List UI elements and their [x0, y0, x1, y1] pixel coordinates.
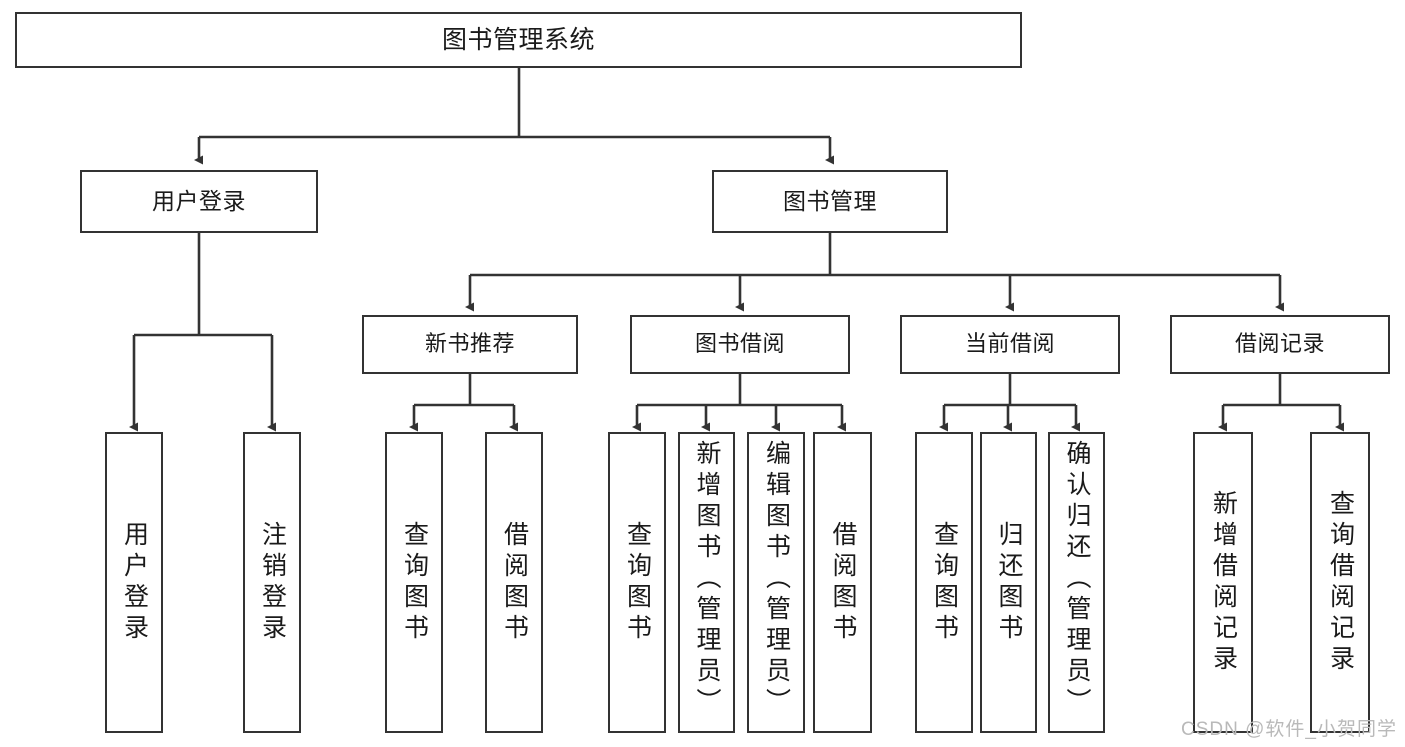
leaf-confirm-return[interactable]: 确认归还（管理员） [1048, 432, 1105, 733]
leaf-query-book-2[interactable]: 查询图书 [608, 432, 666, 733]
leaf-query-book-3-label: 查询图书 [930, 520, 959, 645]
leaf-return-book[interactable]: 归还图书 [980, 432, 1037, 733]
leaf-query-book-1[interactable]: 查询图书 [385, 432, 443, 733]
node-book-management[interactable]: 图书管理 [712, 170, 948, 233]
leaf-logout-login-label: 注销登录 [258, 520, 287, 645]
node-book-management-label: 图书管理 [783, 187, 877, 214]
node-user-login[interactable]: 用户登录 [80, 170, 318, 233]
leaf-add-book[interactable]: 新增图书（管理员） [678, 432, 735, 733]
watermark: CSDN @软件_小贺同学 [1181, 719, 1397, 740]
node-root-label: 图书管理系统 [441, 26, 595, 54]
leaf-query-record[interactable]: 查询借阅记录 [1310, 432, 1370, 733]
node-borrow-record[interactable]: 借阅记录 [1170, 315, 1390, 374]
node-current-borrow[interactable]: 当前借阅 [900, 315, 1120, 374]
leaf-borrow-book-2-label: 借阅图书 [829, 520, 857, 645]
leaf-borrow-book-1[interactable]: 借阅图书 [485, 432, 543, 733]
leaf-add-book-label: 新增图书（管理员） [693, 440, 721, 719]
leaf-return-book-label: 归还图书 [995, 520, 1023, 645]
leaf-query-book-2-label: 查询图书 [623, 520, 652, 645]
leaf-edit-book-label: 编辑图书（管理员） [762, 440, 791, 719]
leaf-logout-login[interactable]: 注销登录 [243, 432, 301, 733]
node-new-book-recommend[interactable]: 新书推荐 [362, 315, 578, 374]
leaf-add-record-label: 新增借阅记录 [1209, 489, 1238, 676]
leaf-query-book-3[interactable]: 查询图书 [915, 432, 973, 733]
node-user-login-label: 用户登录 [152, 187, 246, 214]
node-root[interactable]: 图书管理系统 [15, 12, 1022, 68]
node-book-borrow[interactable]: 图书借阅 [630, 315, 850, 374]
node-current-borrow-label: 当前借阅 [964, 331, 1055, 357]
node-borrow-record-label: 借阅记录 [1234, 331, 1325, 357]
leaf-query-book-1-label: 查询图书 [400, 520, 429, 645]
leaf-edit-book[interactable]: 编辑图书（管理员） [747, 432, 805, 733]
node-new-book-recommend-label: 新书推荐 [424, 331, 515, 357]
leaf-borrow-book-2[interactable]: 借阅图书 [813, 432, 872, 733]
leaf-query-record-label: 查询借阅记录 [1326, 489, 1355, 676]
leaf-user-login-label: 用户登录 [120, 520, 149, 645]
leaf-borrow-book-1-label: 借阅图书 [500, 520, 529, 645]
leaf-user-login[interactable]: 用户登录 [105, 432, 163, 733]
leaf-add-record[interactable]: 新增借阅记录 [1193, 432, 1253, 733]
node-book-borrow-label: 图书借阅 [694, 331, 785, 357]
leaf-confirm-return-label: 确认归还（管理员） [1063, 440, 1091, 719]
